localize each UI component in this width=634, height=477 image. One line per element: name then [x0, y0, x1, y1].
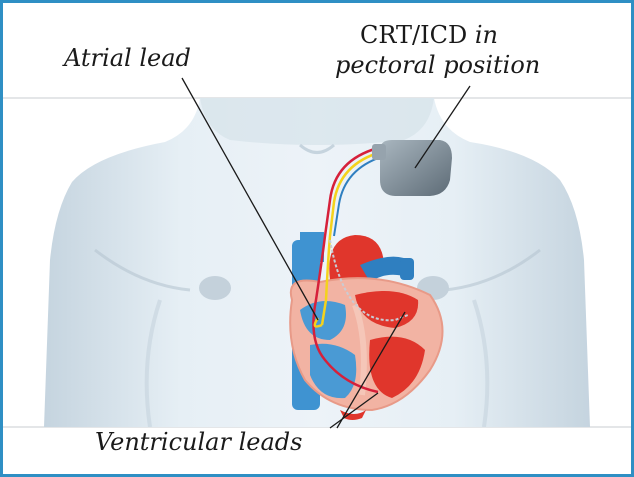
- label-device-position: pectoral position: [335, 51, 540, 79]
- label-device-in: in: [475, 21, 498, 49]
- device-icon: [372, 140, 452, 196]
- label-ventricular-leads: Ventricular leads: [95, 428, 302, 456]
- label-device: CRT/ICD in: [360, 21, 498, 49]
- label-atrial-lead: Atrial lead: [64, 44, 191, 72]
- label-device-main: CRT/ICD: [360, 21, 467, 49]
